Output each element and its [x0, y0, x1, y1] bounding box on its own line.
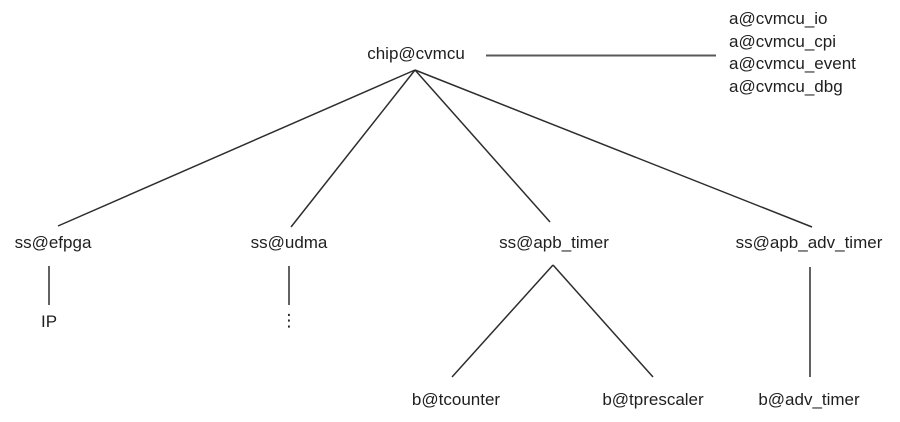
- edge-root-apb-adv-timer: [414, 69, 813, 228]
- attachment-a-cvmcu-io: a@cvmcu_io: [729, 9, 828, 28]
- edge-root-apb-timer: [414, 69, 551, 223]
- attachment-a-cvmcu-event: a@cvmcu_event: [729, 54, 856, 73]
- node-ss-efpga: ss@efpga: [14, 233, 92, 252]
- node-b-tprescaler: b@tprescaler: [602, 390, 704, 409]
- edge-apb-timer-tcounter: [451, 264, 554, 378]
- attachment-a-cvmcu-cpi: a@cvmcu_cpi: [729, 31, 837, 51]
- udma-more-ellipsis: ⋮: [280, 311, 298, 330]
- node-ss-apb-timer: ss@apb_timer: [499, 233, 609, 252]
- root-attachment-list: a@cvmcu_io a@cvmcu_cpi a@cvmcu_event a@c…: [729, 8, 856, 98]
- node-b-tcounter: b@tcounter: [411, 390, 501, 409]
- node-ss-apb-adv-timer: ss@apb_adv_timer: [735, 233, 883, 252]
- node-ss-udma: ss@udma: [250, 233, 328, 252]
- node-ip: IP: [40, 312, 58, 331]
- edge-root-efpga: [57, 69, 416, 227]
- edge-apb-timer-tprescaler: [552, 264, 654, 378]
- edge-root-udma: [290, 69, 416, 228]
- attachment-a-cvmcu-dbg: a@cvmcu_dbg: [729, 76, 843, 96]
- node-b-adv-timer: b@adv_timer: [758, 390, 860, 409]
- node-chip-cvmcu: chip@cvmcu: [367, 44, 465, 63]
